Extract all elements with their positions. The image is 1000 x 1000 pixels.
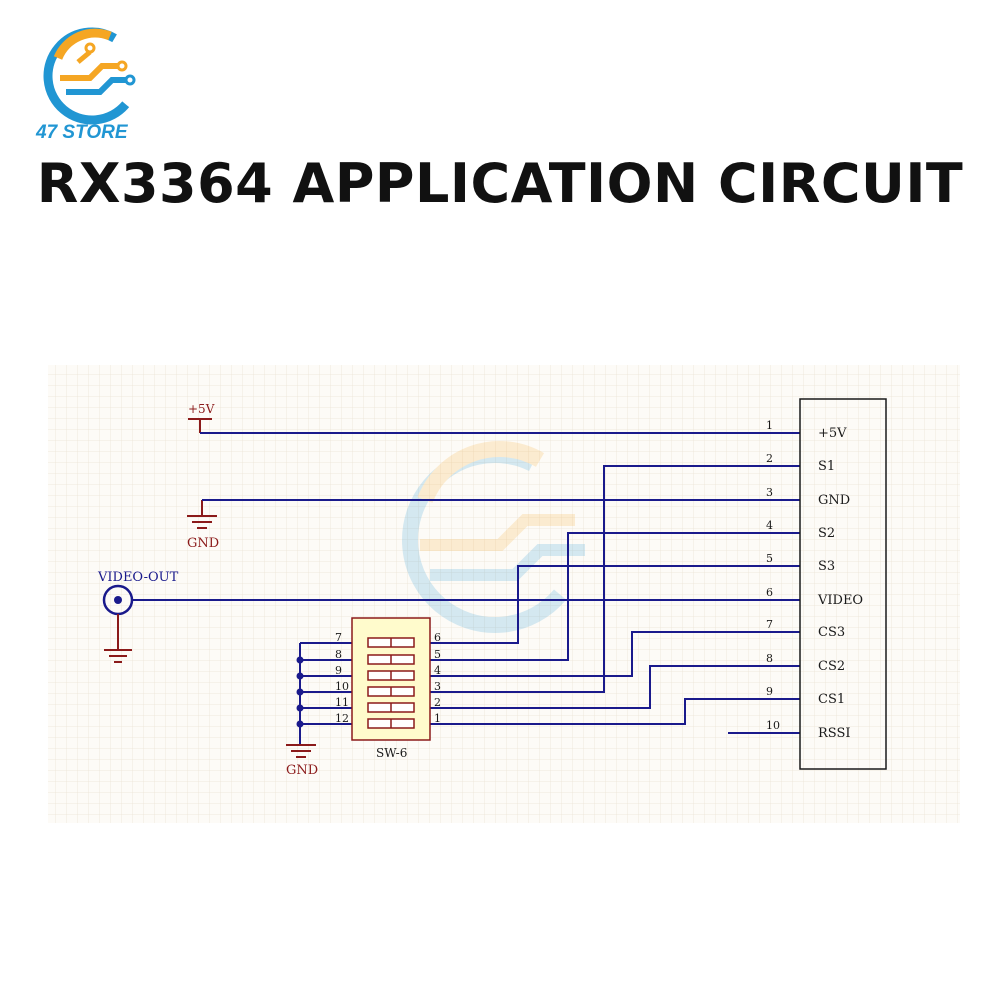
connector-pin-name: S1 xyxy=(818,459,835,474)
connector-pin-number: 5 xyxy=(766,552,773,565)
connector-pin-number: 9 xyxy=(766,685,773,698)
connector-pin-name: CS2 xyxy=(818,659,845,674)
connector-pin-name: RSSI xyxy=(818,726,851,741)
wire-cs1 xyxy=(430,698,800,725)
connector-pin-number: 1 xyxy=(766,419,773,432)
wire-cs3 xyxy=(430,631,800,677)
dip-switch-sw6: SW-6 7 8 9 10 11 12 6 5 4 3 2 1 xyxy=(335,617,441,760)
connector-pin-number: 8 xyxy=(766,652,773,665)
video-out-label: VIDEO-OUT xyxy=(97,570,179,585)
switch-label: SW-6 xyxy=(376,746,407,760)
wire-s1 xyxy=(430,465,800,693)
connector-pin-number: 3 xyxy=(766,486,773,499)
connector-pin-number: 7 xyxy=(766,618,773,631)
junction-dots xyxy=(296,656,304,728)
brand-name: 47 STORE xyxy=(36,122,128,143)
wire-s2 xyxy=(430,532,800,661)
watermark-logo xyxy=(402,441,588,633)
switch-pin-right: 5 xyxy=(434,648,441,661)
switch-pin-right: 1 xyxy=(434,712,441,725)
power-5v-symbol: +5V xyxy=(188,402,215,433)
connector-pin-number: 6 xyxy=(766,586,773,599)
page-title: RX3364 APPLICATION CIRCUIT xyxy=(36,152,964,215)
gnd-label-top: GND xyxy=(187,536,219,551)
connector-pin-number: 2 xyxy=(766,452,773,465)
switch-pin-left: 10 xyxy=(335,680,349,693)
switch-pin-left: 7 xyxy=(335,631,342,644)
power-label: +5V xyxy=(188,402,215,416)
connector-pin-number: 10 xyxy=(766,719,780,732)
switch-pin-left: 8 xyxy=(335,648,342,661)
store-logo xyxy=(43,27,141,125)
switch-pin-right: 4 xyxy=(434,664,441,677)
switch-pin-left: 11 xyxy=(335,696,349,709)
connector-pin-number: 4 xyxy=(766,519,773,532)
connector-pin-name: VIDEO xyxy=(817,593,863,608)
switch-pin-right: 2 xyxy=(434,696,441,709)
wire-cs2 xyxy=(430,665,800,709)
ground-symbol-top: GND xyxy=(187,500,219,551)
switch-pin-right: 6 xyxy=(434,631,441,644)
gnd-label-bottom: GND xyxy=(286,763,318,778)
connector-pin-name: S3 xyxy=(818,559,835,574)
connector-pin-name: +5V xyxy=(818,426,847,441)
wires xyxy=(132,432,800,745)
connector-pin-name: GND xyxy=(818,493,850,508)
wire-s3 xyxy=(430,565,800,644)
switch-pin-left: 9 xyxy=(335,664,342,677)
switch-pin-left: 12 xyxy=(335,712,349,725)
connector-pin-name: S2 xyxy=(818,526,835,541)
connector-pin-name: CS1 xyxy=(818,692,845,707)
connector-pin-name: CS3 xyxy=(818,625,845,640)
switch-pin-right: 3 xyxy=(434,680,441,693)
ground-symbol-bottom: GND xyxy=(286,744,318,778)
